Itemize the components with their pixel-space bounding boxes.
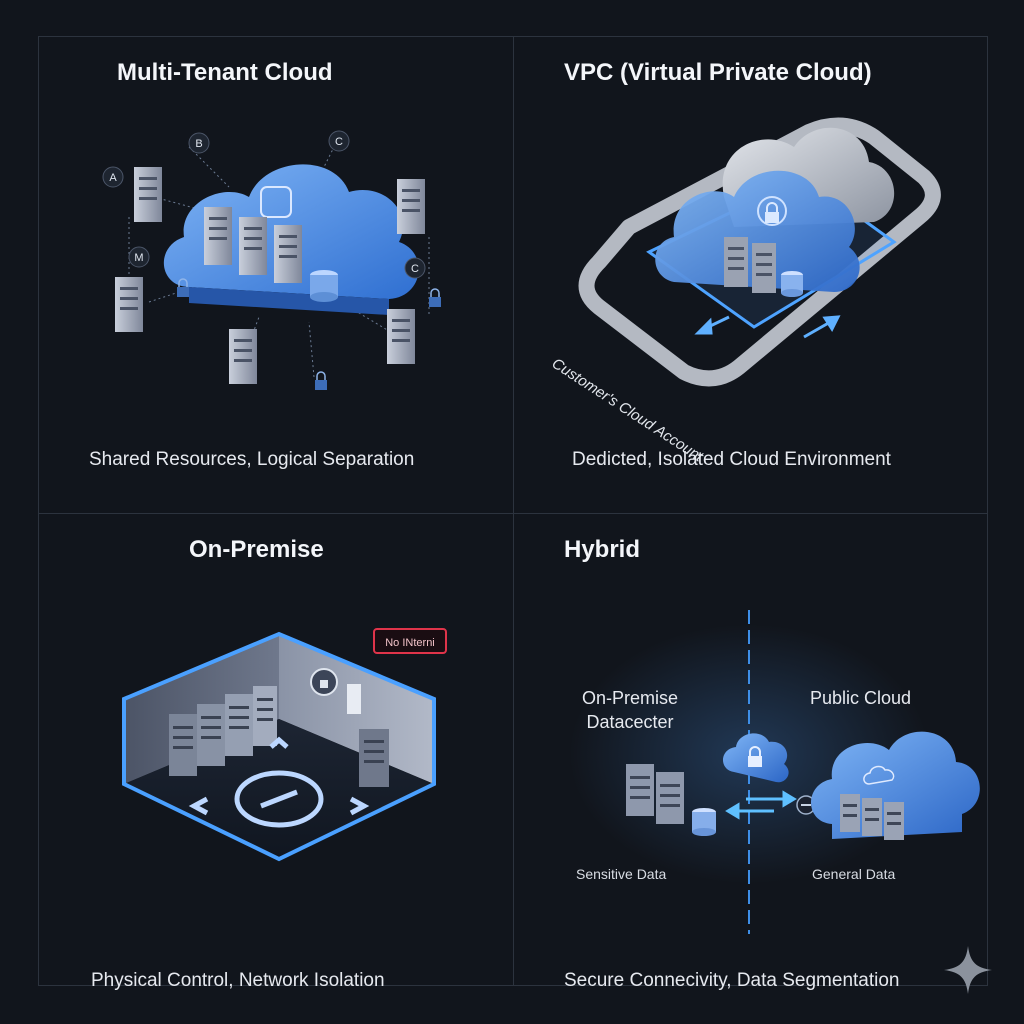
onprem-servers xyxy=(626,764,716,836)
on-premise-illustration: No INterni xyxy=(122,628,447,862)
hybrid-illustration xyxy=(569,610,980,934)
lock-icon xyxy=(757,196,787,226)
tenant-tag-b: B xyxy=(195,138,202,150)
rack-servers xyxy=(169,686,389,787)
tenant-tag-c: C xyxy=(335,136,343,148)
tenant-tag-m: M xyxy=(134,252,143,264)
sensitive-data-label: Sensitive Data xyxy=(576,866,667,882)
tenant-tag-labels: A B C M C xyxy=(109,136,419,275)
traffic-arrows xyxy=(694,315,841,339)
public-cloud-label: Public Cloud xyxy=(810,688,912,708)
tenant-box xyxy=(260,186,292,218)
onprem-label-line1: On-Premise xyxy=(582,688,679,708)
tenant-tag-a: A xyxy=(109,172,117,184)
sparkle-icon xyxy=(944,946,992,994)
multi-tenant-illustration: A B C M C xyxy=(102,130,441,390)
vertical-divider xyxy=(513,37,514,985)
panel-hybrid: Hybrid xyxy=(514,514,988,991)
horizontal-divider xyxy=(39,513,987,514)
onprem-label: On-Premise Datacecter xyxy=(582,686,678,734)
room-outline xyxy=(122,631,436,862)
cloud-servers xyxy=(204,207,338,302)
data-flow-arrows xyxy=(725,790,797,820)
vpc-cloud xyxy=(655,170,860,292)
no-internet-sign xyxy=(373,628,447,654)
panel-multi-tenant: Multi-Tenant Cloud xyxy=(39,37,513,513)
vpc-servers xyxy=(724,237,803,297)
panel-vpc: VPC (Virtual Private Cloud) xyxy=(514,37,988,513)
panel-on-premise: On-Premise xyxy=(39,514,513,991)
sign-text: No INterni xyxy=(385,637,435,649)
vpc-illustration xyxy=(578,117,941,387)
network-emblem xyxy=(188,736,370,828)
panel-title: Hybrid xyxy=(564,536,641,563)
tenant-servers xyxy=(115,167,425,384)
panel-caption: Secure Connecivity, Data Segmentation xyxy=(564,970,900,991)
panel-title: Multi-Tenant Cloud xyxy=(117,59,333,86)
tenant-tags xyxy=(102,130,426,279)
panel-caption: Shared Resources, Logical Separation xyxy=(89,449,415,470)
panel-caption: Dedicted, Isolated Cloud Environment xyxy=(572,449,891,470)
panel-title: On-Premise xyxy=(189,536,324,563)
general-data-label: General Data xyxy=(812,866,896,882)
lock-icon xyxy=(177,278,441,390)
gateway-cloud xyxy=(722,733,789,783)
diagram-grid: Multi-Tenant Cloud xyxy=(38,36,988,991)
cloud-servers xyxy=(840,794,904,840)
tenant-tag-c2: C xyxy=(411,263,419,275)
vpc-boundary xyxy=(578,117,941,387)
panel-title: VPC (Virtual Private Cloud) xyxy=(564,59,872,86)
onprem-label-line2: Datacecter xyxy=(586,712,674,732)
secure-door xyxy=(310,668,361,714)
panel-caption: Physical Control, Network Isolation xyxy=(91,970,385,991)
